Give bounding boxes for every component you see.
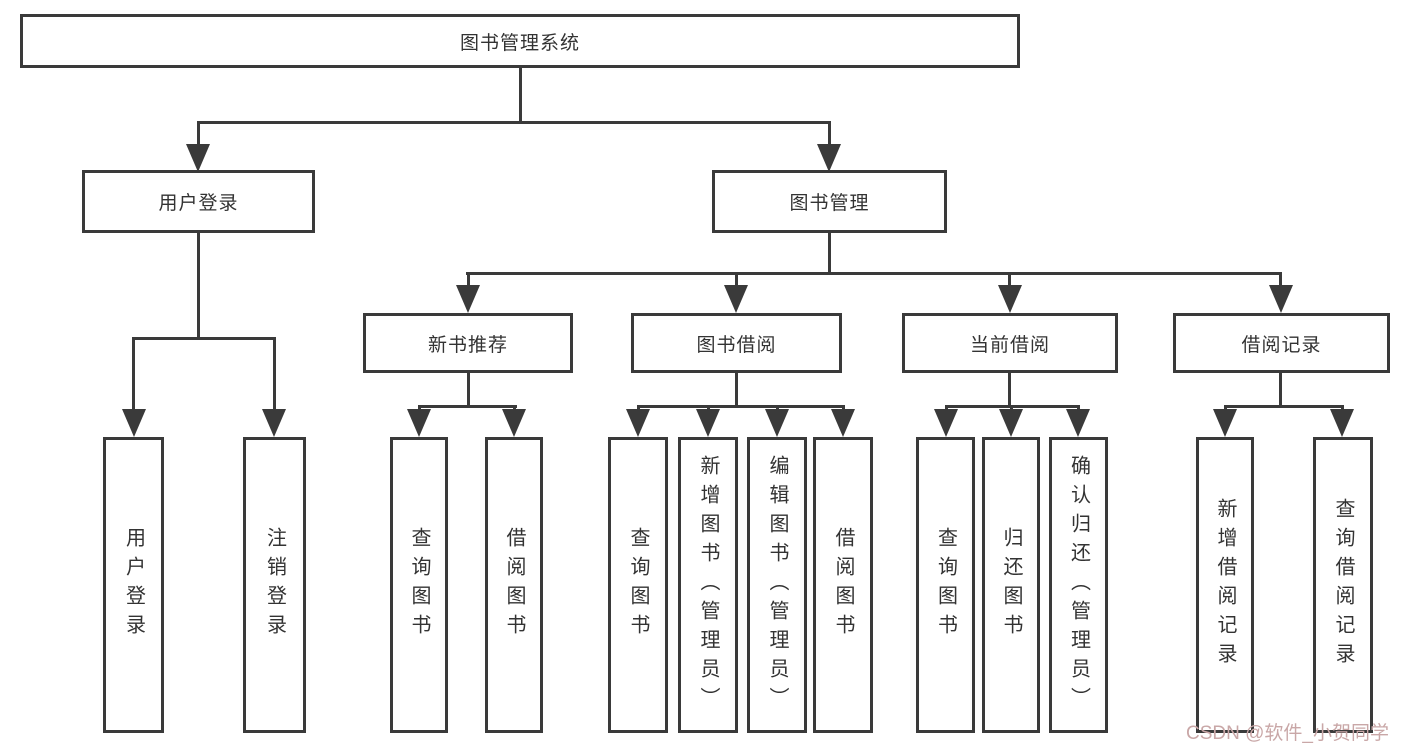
arrowhead-icon — [934, 409, 958, 437]
node-label: 新增借阅记录 — [1214, 498, 1236, 672]
connector-line — [197, 121, 200, 147]
arrowhead-icon — [502, 409, 526, 437]
arrowhead-icon — [456, 285, 480, 313]
leaf-add-borrow-record: 新增借阅记录 — [1196, 437, 1254, 733]
connector-line — [637, 405, 845, 408]
arrowhead-icon — [724, 285, 748, 313]
node-library-management-system: 图书管理系统 — [20, 14, 1020, 68]
connector-line — [197, 233, 200, 337]
node-label: 用户登录 — [122, 527, 145, 643]
arrowhead-icon — [831, 409, 855, 437]
connector-line — [273, 337, 276, 413]
leaf-edit-books-admin: 编辑图书（管理员） — [747, 437, 807, 733]
arrowhead-icon — [186, 144, 210, 172]
leaf-return-books: 归还图书 — [982, 437, 1040, 733]
connector-line — [828, 233, 831, 272]
arrowhead-icon — [696, 409, 720, 437]
connector-line — [1279, 272, 1282, 288]
node-borrowing-records: 借阅记录 — [1173, 313, 1390, 373]
csdn-watermark: CSDN @软件_小贺同学 — [1186, 723, 1389, 744]
node-label: 查询借阅记录 — [1332, 498, 1354, 672]
arrowhead-icon — [262, 409, 286, 437]
connector-line — [467, 272, 470, 288]
node-label: 图书管理 — [789, 193, 870, 214]
node-label: 归还图书 — [1000, 527, 1022, 643]
connector-line — [467, 373, 470, 405]
node-label: 注销登录 — [263, 527, 286, 643]
node-label: 查询图书 — [408, 527, 430, 643]
node-current-borrowing: 当前借阅 — [902, 313, 1118, 373]
connector-line — [132, 337, 135, 413]
connector-line — [132, 337, 276, 340]
node-label: 确认归还（管理员） — [1067, 454, 1090, 716]
arrowhead-icon — [998, 285, 1022, 313]
node-label: 编辑图书（管理员） — [766, 454, 788, 716]
connector-line — [1008, 373, 1011, 405]
connector-line — [735, 373, 738, 405]
leaf-confirm-return-admin: 确认归还（管理员） — [1049, 437, 1108, 733]
leaf-user-login: 用户登录 — [103, 437, 164, 733]
node-label: 查询图书 — [934, 527, 957, 643]
arrowhead-icon — [765, 409, 789, 437]
connector-line — [1008, 272, 1011, 288]
leaf-add-books-admin: 新增图书（管理员） — [678, 437, 738, 733]
leaf-query-books-borrowing: 查询图书 — [608, 437, 668, 733]
arrowhead-icon — [1269, 285, 1293, 313]
connector-line — [466, 272, 1282, 275]
leaf-borrow-books-recommend: 借阅图书 — [485, 437, 543, 733]
node-label: 查询图书 — [627, 527, 649, 643]
arrowhead-icon — [817, 144, 841, 172]
leaf-borrow-books: 借阅图书 — [813, 437, 873, 733]
leaf-query-books-recommend: 查询图书 — [390, 437, 448, 733]
node-label: 新增图书（管理员） — [697, 454, 719, 716]
node-label: 用户登录 — [158, 193, 239, 214]
node-user-login: 用户登录 — [82, 170, 315, 233]
leaf-logout: 注销登录 — [243, 437, 306, 733]
node-book-borrowing: 图书借阅 — [631, 313, 842, 373]
arrowhead-icon — [1213, 409, 1237, 437]
node-book-management: 图书管理 — [712, 170, 947, 233]
node-label: 图书管理系统 — [459, 32, 580, 54]
arrowhead-icon — [626, 409, 650, 437]
connector-line — [828, 121, 831, 147]
arrowhead-icon — [407, 409, 431, 437]
node-label: 新书推荐 — [427, 334, 508, 356]
node-label: 当前借阅 — [969, 334, 1050, 356]
arrowhead-icon — [1330, 409, 1354, 437]
connector-line — [735, 272, 738, 288]
arrowhead-icon — [999, 409, 1023, 437]
node-new-book-recommendation: 新书推荐 — [363, 313, 573, 373]
node-label: 借阅记录 — [1241, 334, 1322, 356]
connector-line — [519, 68, 522, 121]
arrowhead-icon — [1066, 409, 1090, 437]
connector-line — [418, 405, 517, 408]
connector-line — [197, 121, 831, 124]
arrowhead-icon — [122, 409, 146, 437]
leaf-query-books-current: 查询图书 — [916, 437, 975, 733]
node-label: 借阅图书 — [832, 527, 854, 643]
leaf-query-borrow-record: 查询借阅记录 — [1313, 437, 1373, 733]
connector-line — [1224, 405, 1344, 408]
node-label: 借阅图书 — [503, 527, 525, 643]
connector-line — [1279, 373, 1282, 405]
node-label: 图书借阅 — [696, 334, 777, 356]
